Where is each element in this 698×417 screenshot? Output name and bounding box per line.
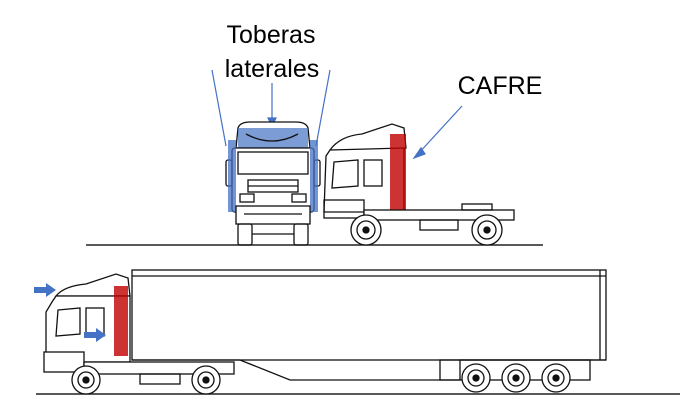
truck-side-view (323, 123, 515, 246)
callout-arrowhead-cafre (412, 146, 426, 160)
label-toberas-line1: Toberas (227, 21, 316, 49)
cafre-red-panel-trailer (114, 286, 128, 356)
side-deflector-left-blue (228, 140, 236, 212)
airflow-arrow-side (84, 328, 106, 342)
callout-line-right (315, 69, 331, 147)
side-deflector-right-blue (310, 140, 318, 212)
label-toberas-line2: laterales (225, 55, 320, 83)
callout-line-cafre (417, 105, 463, 155)
truck-front-view (225, 121, 321, 246)
roof-deflector-blue (238, 128, 308, 148)
callout-line-left (211, 69, 227, 147)
truck-with-trailer (43, 269, 607, 395)
label-cafre: CAFRE (458, 72, 543, 100)
airflow-arrows (34, 283, 106, 342)
airflow-arrow-roof (34, 283, 56, 297)
cafre-red-panel (390, 134, 406, 210)
